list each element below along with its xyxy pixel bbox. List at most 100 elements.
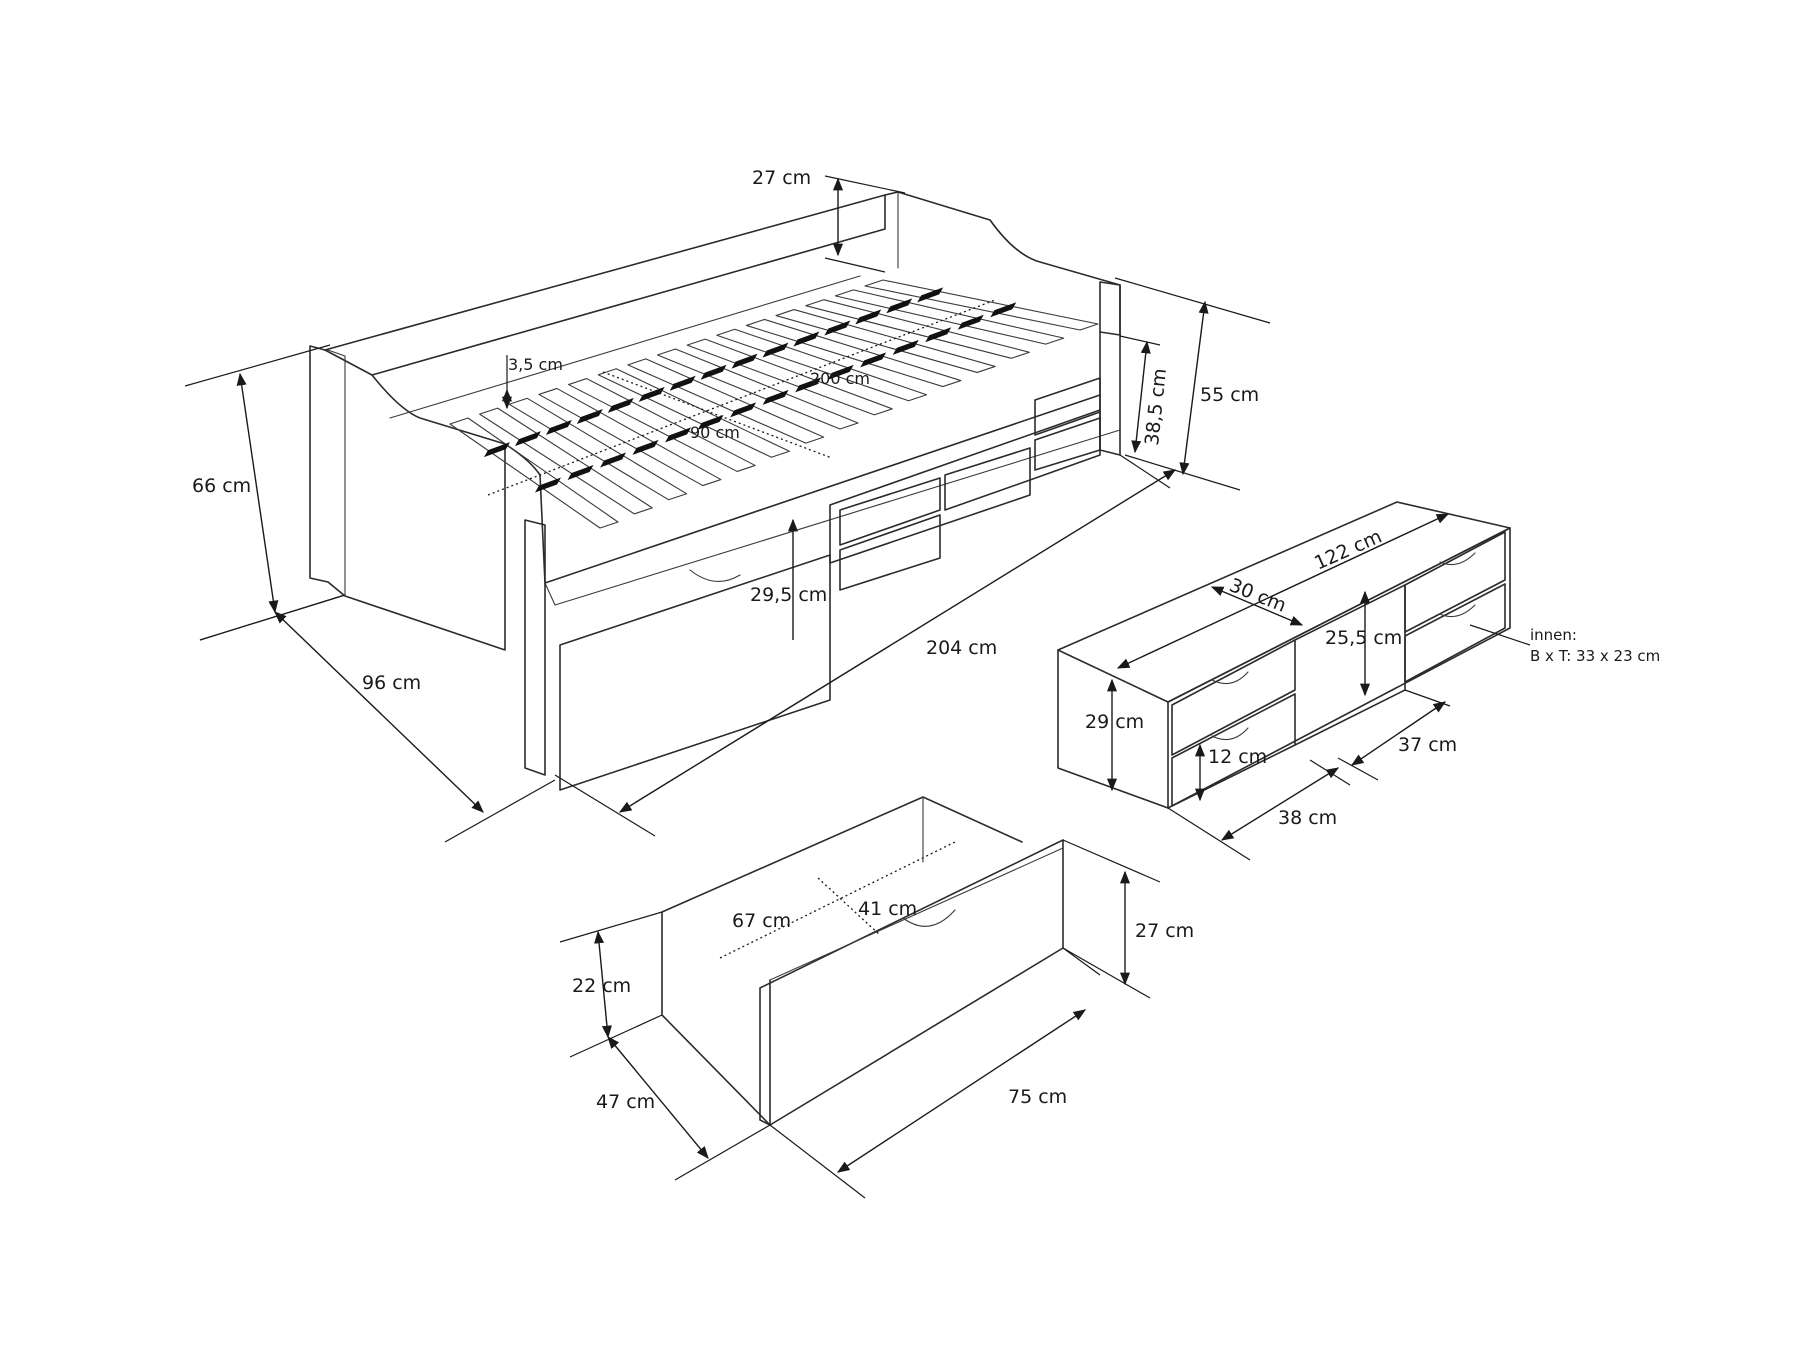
bed-slat bbox=[805, 299, 1030, 359]
bed-drawer-grip bbox=[689, 569, 741, 582]
bed-front-rail-top bbox=[544, 429, 1121, 606]
bed-slat-strap bbox=[567, 464, 594, 480]
bed-slat bbox=[834, 289, 1065, 345]
bed-left-end-panel bbox=[309, 345, 506, 651]
bed-slat-strap bbox=[917, 287, 944, 303]
label-shelf-height: 25,5 cm bbox=[1325, 627, 1402, 649]
bed-slat-strap bbox=[762, 342, 789, 358]
unit-drawer-3 bbox=[1404, 531, 1506, 633]
bed-slats bbox=[449, 279, 1099, 529]
bed-slat-strap bbox=[793, 331, 820, 347]
bed-slat-strap bbox=[824, 320, 851, 336]
bed-slat-strap bbox=[886, 298, 913, 314]
label-drawer-small-height: 12 cm bbox=[1208, 746, 1267, 768]
drawer-dimensions: 67 cm 41 cm 27 cm 22 cm 47 cm 75 cm bbox=[559, 839, 1194, 1199]
dim-inner-width bbox=[602, 371, 833, 459]
label-drawer-length: 75 cm bbox=[1008, 1086, 1067, 1108]
label-drawer-box-height: 22 cm bbox=[572, 975, 631, 997]
bed-slat-strap bbox=[607, 397, 634, 413]
unit-drawer-2-grip bbox=[1211, 727, 1249, 741]
dim-inner-length bbox=[487, 299, 996, 496]
unit-drawer-4 bbox=[1404, 583, 1506, 683]
drawer-front-panel bbox=[759, 839, 1064, 1126]
dim-drawer-inner-length bbox=[719, 841, 956, 959]
dim-drawer-inner-width bbox=[817, 877, 881, 936]
bed-slat-strap bbox=[700, 364, 727, 380]
label-bed-rail-height: 27 cm bbox=[752, 167, 811, 189]
bed-slat-strap bbox=[669, 375, 696, 391]
label-bed-length: 204 cm bbox=[926, 637, 997, 659]
label-unit-depth: 30 cm bbox=[1226, 574, 1289, 617]
drawer bbox=[661, 796, 1064, 1126]
daybed-dimensions: 27 cm 3,5 cm 200 cm 90 cm 66 cm 55 cm 38… bbox=[184, 167, 1271, 843]
bed-storage-drawer-2 bbox=[839, 514, 941, 591]
bed-slat-strap bbox=[600, 452, 627, 468]
label-unit-height: 29 cm bbox=[1085, 711, 1144, 733]
bed-right-post bbox=[1099, 281, 1121, 456]
bed-slat bbox=[627, 358, 825, 444]
bed-front-post bbox=[524, 519, 546, 776]
storage-unit bbox=[1057, 501, 1511, 809]
drawer-front-edge bbox=[769, 847, 1064, 981]
bed-slat bbox=[597, 368, 790, 458]
bed-slat bbox=[568, 378, 756, 472]
label-side-height: 38,5 cm bbox=[1141, 367, 1171, 446]
bed-storage-shelf bbox=[944, 447, 1031, 511]
bed-slat-strap bbox=[762, 389, 789, 405]
note-inner-line2: B x T: 33 x 23 cm bbox=[1530, 647, 1660, 665]
bed-slat-strap bbox=[925, 327, 952, 343]
bed-slat-strap bbox=[730, 402, 757, 418]
bed-slat-strap bbox=[855, 309, 882, 325]
storage-unit-dimensions: 122 cm 30 cm 25,5 cm innen: B x T: 33 x … bbox=[1085, 513, 1660, 861]
label-drawer-unit-width: 38 cm bbox=[1278, 807, 1337, 829]
bed-slat bbox=[686, 338, 893, 416]
bed-slat-strap bbox=[535, 477, 561, 493]
bed-slat-strap bbox=[638, 386, 665, 402]
bed-slat bbox=[745, 318, 962, 388]
bed-storage-drawer-3 bbox=[1034, 377, 1101, 436]
drawer-grip bbox=[902, 909, 956, 927]
bed-back-rail bbox=[324, 194, 886, 376]
label-inner-length: 200 cm bbox=[810, 369, 870, 388]
label-drawer-front-height: 27 cm bbox=[1135, 920, 1194, 942]
bed-slat-strap bbox=[860, 352, 887, 368]
bed-slat-strap bbox=[632, 439, 659, 455]
bed-slat bbox=[775, 309, 996, 373]
daybed bbox=[309, 191, 1121, 791]
unit-drawer-1-grip bbox=[1211, 671, 1249, 685]
bed-storage-drawer-1 bbox=[839, 477, 941, 546]
label-drawer-depth: 47 cm bbox=[596, 1091, 655, 1113]
bed-slat-strap bbox=[697, 414, 724, 430]
drawer-left-side bbox=[661, 911, 771, 1126]
bed-slat-strap bbox=[484, 442, 510, 458]
note-inner-line1: innen: bbox=[1530, 626, 1577, 644]
bed-right-end-panel bbox=[884, 191, 1121, 336]
bed-slat-strap bbox=[827, 364, 854, 380]
bed-storage-drawer-4 bbox=[1034, 417, 1101, 471]
bed-slat-strap bbox=[795, 377, 822, 393]
label-shelf-width: 37 cm bbox=[1398, 734, 1457, 756]
bed-front-rail bbox=[504, 394, 1101, 584]
bed-slat bbox=[656, 348, 859, 430]
bed-slat-strap bbox=[576, 408, 603, 424]
bed-left-end-inner bbox=[327, 349, 346, 597]
label-headboard-height: 55 cm bbox=[1200, 384, 1259, 406]
bed-slat-strap bbox=[892, 339, 919, 355]
bed-slat bbox=[864, 279, 1099, 331]
bed-slat-strap bbox=[990, 302, 1017, 318]
drawer-back-left bbox=[661, 796, 1023, 913]
label-unit-length: 122 cm bbox=[1311, 525, 1385, 574]
bed-slat-strap bbox=[957, 314, 984, 330]
bed-slat bbox=[716, 328, 928, 402]
label-drawer-inner-width: 41 cm bbox=[858, 898, 917, 920]
label-bed-height: 66 cm bbox=[192, 475, 251, 497]
bed-slat-strap bbox=[514, 431, 541, 447]
label-bed-depth: 96 cm bbox=[362, 672, 421, 694]
label-slat-thickness: 3,5 cm bbox=[508, 355, 563, 374]
bed-slat-strap bbox=[731, 353, 758, 369]
label-inner-width: 90 cm bbox=[690, 423, 740, 442]
bed-slat-strap bbox=[665, 427, 692, 443]
bed-slat-strap bbox=[545, 420, 572, 436]
label-drawer-inner-length: 67 cm bbox=[732, 910, 791, 932]
